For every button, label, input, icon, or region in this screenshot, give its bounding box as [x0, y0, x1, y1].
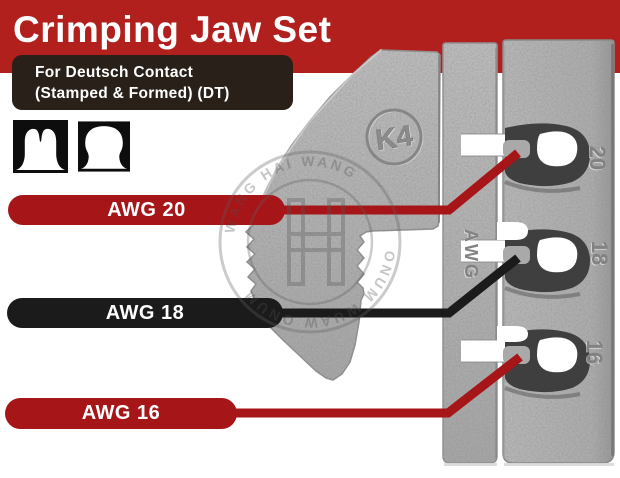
- awg-stamp: AWG AWG: [460, 229, 481, 282]
- closed-barrel-crimp-profile-icon: [78, 120, 130, 173]
- gauge-numbers: 20 20 18 18 16 16: [581, 146, 612, 365]
- callout-awg-18: AWG 18: [7, 298, 283, 328]
- callout-awg-16-label: AWG 16: [81, 402, 161, 424]
- svg-text:K4: K4: [374, 120, 415, 157]
- subtitle-line-2: (Stamped & Formed) (DT): [35, 85, 230, 102]
- svg-text:16: 16: [581, 341, 606, 365]
- callout-awg-18-label: AWG 18: [105, 301, 185, 324]
- svg-text:20: 20: [584, 147, 609, 171]
- callout-awg-20: AWG 20: [8, 195, 285, 225]
- subtitle-line-1: For Deutsch Contact: [35, 64, 194, 81]
- page-title: Crimping Jaw Set: [13, 9, 332, 50]
- open-barrel-crimp-profile-icon: [13, 120, 68, 173]
- slot-gap-slit: [497, 222, 528, 240]
- subtitle-box: For Deutsch Contact (Stamped & Formed) (…: [12, 55, 293, 110]
- slot-16: [461, 329, 591, 399]
- slot-20: [461, 123, 591, 193]
- crimp-slots: [461, 123, 591, 399]
- svg-text:16: 16: [582, 340, 607, 364]
- svg-text:18: 18: [586, 242, 611, 266]
- slot-gap-slit: [497, 326, 528, 342]
- callout-awg-16: AWG 16: [5, 398, 237, 429]
- svg-text:AWG: AWG: [461, 229, 481, 281]
- callout-awg-20-label: AWG 20: [107, 198, 186, 221]
- svg-text:20: 20: [585, 146, 610, 170]
- svg-text:18: 18: [587, 241, 612, 265]
